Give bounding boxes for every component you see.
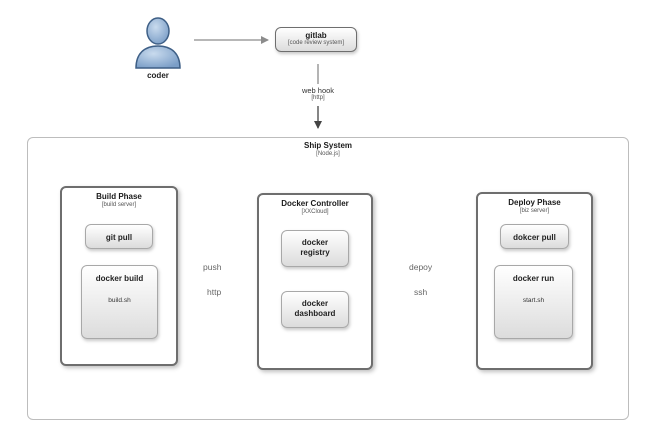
docker-run-label: docker run xyxy=(512,274,555,283)
start-script-label: start.sh xyxy=(522,297,545,304)
docker-controller-container: Docker Controller [XXCloud] xyxy=(257,193,373,370)
user-icon xyxy=(135,17,181,69)
gitlab-title: gitlab xyxy=(305,31,327,40)
docker-pull-label: dokcer pull xyxy=(513,233,556,242)
webhook-label-group: web hook [http] xyxy=(288,86,348,101)
gitlab-subtitle: [code review system] xyxy=(287,40,345,46)
webhook-label: web hook xyxy=(301,86,335,95)
ssh-label: ssh xyxy=(414,287,428,297)
ship-system-subtitle: [Node.js] xyxy=(316,151,340,157)
http-label: http xyxy=(207,287,222,297)
coder-actor: coder xyxy=(130,14,186,84)
gitlab-node[interactable]: gitlab [code review system] xyxy=(275,27,357,52)
docker-build-label: docker build xyxy=(95,274,144,283)
ship-system-title: Ship System xyxy=(303,141,352,150)
docker-build-node[interactable]: docker build build.sh xyxy=(81,265,158,339)
docker-run-node[interactable]: docker run start.sh xyxy=(494,265,573,339)
deploy-phase-title: Deploy Phase xyxy=(508,198,561,207)
coder-label: coder xyxy=(147,71,169,80)
docker-controller-title: Docker Controller xyxy=(281,199,349,208)
build-phase-subtitle: [build server] xyxy=(101,202,137,208)
build-script-label: build.sh xyxy=(108,297,131,304)
build-phase-title: Build Phase xyxy=(96,192,142,201)
deploy-phase-subtitle: [biz server] xyxy=(519,208,550,214)
docker-registry-node[interactable]: docker registry xyxy=(281,230,349,267)
docker-dashboard-label: docker dashboard xyxy=(294,299,336,318)
docker-pull-node[interactable]: dokcer pull xyxy=(500,224,569,249)
git-pull-label: git pull xyxy=(105,233,133,242)
docker-registry-label: docker registry xyxy=(300,238,330,257)
webhook-sublabel: [http] xyxy=(311,95,325,101)
depoy-label: depoy xyxy=(409,262,433,272)
push-label: push xyxy=(203,262,222,272)
git-pull-node[interactable]: git pull xyxy=(85,224,153,249)
docker-controller-subtitle: [XXCloud] xyxy=(301,209,329,215)
docker-dashboard-node[interactable]: docker dashboard xyxy=(281,291,349,328)
